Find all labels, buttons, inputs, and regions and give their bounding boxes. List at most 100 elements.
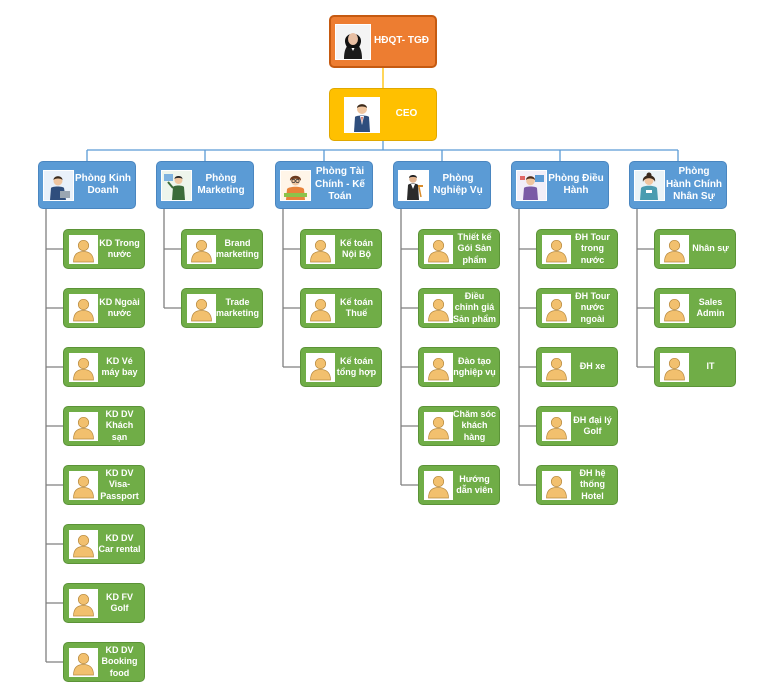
- person-placeholder-icon: [187, 293, 216, 323]
- root-node[interactable]: HĐQT- TGĐ: [329, 15, 437, 68]
- person-placeholder-icon: [424, 234, 453, 264]
- unit-node[interactable]: Điều chỉnh giá Sản phẩm: [418, 288, 500, 328]
- hr-staff-icon: [634, 169, 665, 201]
- department-label: Phòng Tài Chính - Kế Toán: [315, 166, 365, 203]
- ceo-node[interactable]: CEO: [329, 88, 437, 141]
- department-label: Phòng Marketing: [197, 172, 245, 197]
- unit-node[interactable]: ĐH Tour trong nước: [536, 229, 618, 269]
- department-node[interactable]: Phòng Kinh Doanh: [38, 161, 136, 209]
- unit-label: Điều chỉnh giá Sản phẩm: [453, 291, 497, 324]
- unit-node[interactable]: Kế toán Thuế: [300, 288, 382, 328]
- unit-node[interactable]: KD DV Visa-Passport: [63, 465, 145, 505]
- unit-label: KD FV Golf: [106, 591, 133, 613]
- person-placeholder-icon: [69, 293, 98, 323]
- unit-node[interactable]: KD DV Car rental: [63, 524, 145, 564]
- person-placeholder-icon: [69, 470, 98, 500]
- unit-node[interactable]: Đào tạo nghiệp vụ: [418, 347, 500, 387]
- unit-label: Brand marketing: [216, 237, 260, 259]
- department-label: Phòng Hành Chính Nhân Sự: [665, 166, 723, 203]
- unit-node[interactable]: KD DV Booking food: [63, 642, 145, 682]
- person-placeholder-icon: [306, 293, 335, 323]
- unit-node[interactable]: Kế toán Nội Bộ: [300, 229, 382, 269]
- unit-node[interactable]: KD Ngoài nước: [63, 288, 145, 328]
- person-placeholder-icon: [542, 470, 571, 500]
- person-placeholder-icon: [69, 411, 98, 441]
- unit-node[interactable]: ĐH đại lý Golf: [536, 406, 618, 446]
- unit-node[interactable]: ĐH hệ thống Hotel: [536, 465, 618, 505]
- unit-label: Hướng dẫn viên: [456, 473, 493, 495]
- unit-node[interactable]: Thiết kế Gói Sản phẩm: [418, 229, 500, 269]
- person-placeholder-icon: [187, 234, 216, 264]
- person-placeholder-icon: [542, 293, 571, 323]
- person-placeholder-icon: [306, 352, 335, 382]
- unit-node[interactable]: KD FV Golf: [63, 583, 145, 623]
- unit-node[interactable]: ĐH Tour nước ngoài: [536, 288, 618, 328]
- person-placeholder-icon: [69, 647, 98, 677]
- root-label: HĐQT- TGĐ: [374, 35, 429, 47]
- unit-node[interactable]: Kế toán tổng hợp: [300, 347, 382, 387]
- unit-node[interactable]: Hướng dẫn viên: [418, 465, 500, 505]
- person-placeholder-icon: [69, 588, 98, 618]
- unit-node[interactable]: Chăm sóc khách hàng: [418, 406, 500, 446]
- person-placeholder-icon: [542, 411, 571, 441]
- unit-node[interactable]: IT: [654, 347, 736, 387]
- unit-label: KD Trong nước: [99, 237, 140, 259]
- office-worker-icon: [43, 169, 74, 201]
- unit-label: Sales Admin: [696, 296, 725, 318]
- person-placeholder-icon: [542, 234, 571, 264]
- unit-label: ĐH xe: [579, 361, 606, 372]
- unit-label: Nhân sự: [692, 243, 729, 254]
- person-placeholder-icon: [424, 411, 453, 441]
- department-label: Phòng Kinh Doanh: [74, 172, 132, 197]
- department-node[interactable]: Phòng Nghiệp Vụ: [393, 161, 491, 209]
- unit-label: KD DV Visa-Passport: [100, 468, 139, 501]
- person-placeholder-icon: [424, 470, 453, 500]
- unit-label: ĐH đại lý Golf: [573, 414, 612, 436]
- unit-label: Đào tạo nghiệp vụ: [453, 355, 496, 377]
- person-placeholder-icon: [306, 234, 335, 264]
- unit-label: ĐH Tour nước ngoài: [575, 291, 610, 324]
- accountant-icon: [280, 169, 311, 201]
- person-placeholder-icon: [69, 234, 98, 264]
- unit-label: Trade marketing: [216, 296, 260, 318]
- person-placeholder-icon: [69, 529, 98, 559]
- person-placeholder-icon: [542, 352, 571, 382]
- department-node[interactable]: Phòng Hành Chính Nhân Sự: [629, 161, 727, 209]
- unit-node[interactable]: Sales Admin: [654, 288, 736, 328]
- unit-label: KD Vé máy bay: [101, 355, 138, 377]
- unit-label: Thiết kế Gói Sản phẩm: [457, 232, 492, 265]
- person-placeholder-icon: [424, 293, 453, 323]
- unit-node[interactable]: KD Vé máy bay: [63, 347, 145, 387]
- businessman-icon: [344, 96, 380, 133]
- unit-label: Kế toán Nội Bộ: [339, 237, 373, 259]
- unit-node[interactable]: ĐH xe: [536, 347, 618, 387]
- unit-label: ĐH Tour trong nước: [575, 232, 610, 265]
- unit-label: IT: [706, 361, 715, 372]
- person-placeholder-icon: [660, 234, 689, 264]
- person-placeholder-icon: [660, 293, 689, 323]
- unit-node[interactable]: Nhân sự: [654, 229, 736, 269]
- unit-label: KD DV Booking food: [101, 645, 138, 678]
- unit-label: ĐH hệ thống Hotel: [579, 468, 606, 501]
- woman-executive-icon: [335, 23, 371, 60]
- department-label: Phòng Điều Hành: [548, 172, 604, 197]
- ceo-label: CEO: [395, 108, 418, 120]
- unit-label: KD DV Car rental: [98, 532, 141, 554]
- department-node[interactable]: Phòng Tài Chính - Kế Toán: [275, 161, 373, 209]
- unit-label: KD Ngoài nước: [99, 296, 140, 318]
- person-placeholder-icon: [660, 352, 689, 382]
- unit-node[interactable]: Brand marketing: [181, 229, 263, 269]
- waiter-icon: [398, 169, 429, 201]
- operator-icon: [516, 169, 547, 201]
- unit-label: KD DV Khách sạn: [105, 409, 134, 442]
- department-label: Phòng Nghiệp Vụ: [433, 172, 483, 197]
- unit-node[interactable]: KD DV Khách sạn: [63, 406, 145, 446]
- unit-node[interactable]: Trade marketing: [181, 288, 263, 328]
- department-node[interactable]: Phòng Điều Hành: [511, 161, 609, 209]
- unit-label: Chăm sóc khách hàng: [453, 409, 497, 442]
- department-node[interactable]: Phòng Marketing: [156, 161, 254, 209]
- unit-node[interactable]: KD Trong nước: [63, 229, 145, 269]
- person-placeholder-icon: [69, 352, 98, 382]
